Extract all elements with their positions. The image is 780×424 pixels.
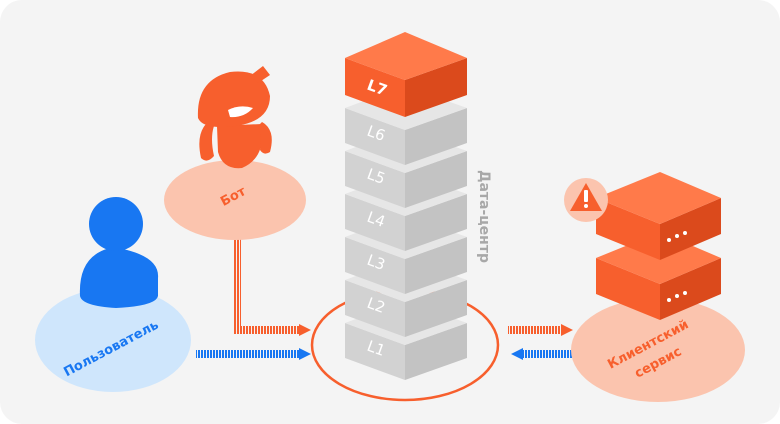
bot-connector-horizontal [233,326,299,334]
bot-connector-vertical [233,238,241,333]
layer-label-l1: L1 [365,337,388,360]
bot-platform [164,160,306,240]
layer-label-l5: L5 [365,165,388,188]
client-platform [571,298,745,402]
user-arrow-head [299,348,311,360]
layer-label-l2: L2 [365,294,388,317]
server-icon [596,172,721,320]
layer-block-l7 [345,32,467,117]
user-platform [35,288,191,392]
user-icon [79,197,159,308]
layer-label-l3: L3 [365,251,388,274]
bot-icon [197,66,272,169]
bot-arrow-head [299,324,311,336]
layer-stack: L7 L6 L5 L4 L3 L2 L1 [345,32,467,380]
layer-label-l6: L6 [365,122,388,145]
layer-label-l7: L7 [365,76,390,100]
layer-label-l4: L4 [365,208,388,231]
user-connector [196,350,300,358]
client-connector-in [522,350,576,358]
client-arrow-head [561,324,573,336]
client-return-arrow-head [511,348,523,360]
warning-icon [564,178,608,222]
client-connector-out [508,326,562,334]
datacenter-label: Дата-центр [476,170,492,263]
